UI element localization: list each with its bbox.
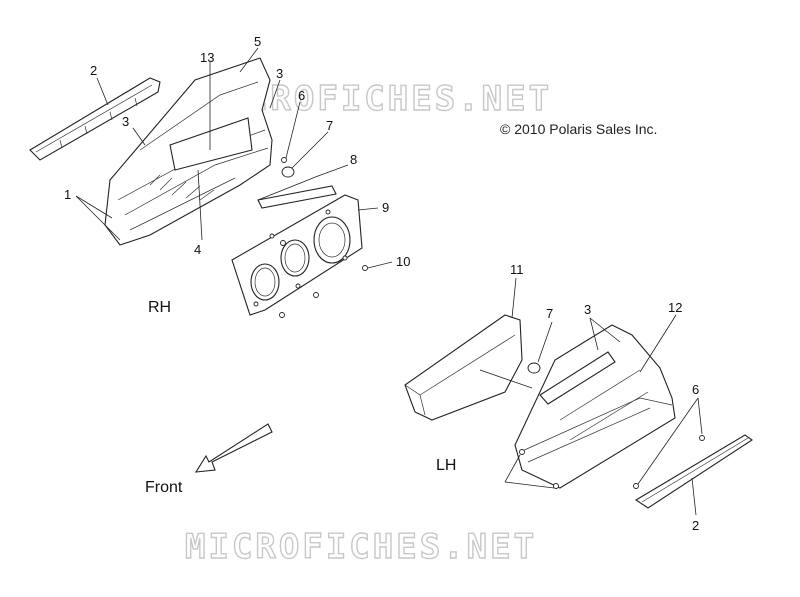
callout-rh-8: 8 [350, 152, 357, 167]
rh-screws-10 [279, 240, 368, 318]
callout-lh-7: 7 [546, 306, 553, 321]
callout-lh-3: 3 [584, 302, 591, 317]
rh-leader-lines [75, 47, 393, 269]
rh-screw-6 [281, 157, 287, 163]
rh-gasket [257, 185, 337, 209]
lh-trim-strip [634, 434, 753, 509]
callout-rh-6: 6 [298, 88, 305, 103]
side-label-lh: LH [436, 457, 456, 474]
callout-rh-9: 9 [382, 200, 389, 215]
callout-rh-10: 10 [396, 254, 410, 269]
copyright-text: © 2010 Polaris Sales Inc. [500, 121, 657, 137]
callout-rh-4: 4 [194, 242, 201, 257]
callout-rh-7: 7 [326, 118, 333, 133]
callout-rh-5: 5 [254, 34, 261, 49]
callout-rh-13: 13 [200, 50, 214, 65]
lh-foam-block [404, 314, 523, 421]
lh-screws-6 [633, 435, 705, 489]
front-arrow [194, 423, 273, 473]
watermark-bottom: MICROFICHES.NET [185, 527, 537, 567]
front-label: Front [145, 479, 183, 496]
callout-rh-2: 2 [90, 63, 97, 78]
callout-rh-3b: 3 [276, 66, 283, 81]
lh-housing [514, 324, 676, 489]
rh-trim-strip [29, 77, 161, 161]
side-label-rh: RH [148, 299, 171, 316]
gauge-ring-2 [280, 239, 310, 277]
callout-lh-2: 2 [692, 518, 699, 533]
callout-lh-6: 6 [692, 382, 699, 397]
callout-lh-11: 11 [510, 262, 524, 277]
gauge-ring-1 [250, 263, 280, 301]
rh-assembly: 2 3 1 13 5 3 6 7 8 9 10 4 RH [29, 34, 410, 318]
callout-lh-12: 12 [668, 300, 682, 315]
rh-grommet [281, 166, 295, 178]
callout-rh-1: 1 [64, 187, 71, 202]
rh-housing [104, 57, 273, 246]
gauge-ring-3 [313, 216, 351, 264]
lh-assembly: 11 7 3 12 6 2 LH [404, 262, 753, 533]
lh-leader-lines [479, 277, 703, 516]
callout-rh-3a: 3 [122, 114, 129, 129]
lh-grommet [527, 362, 541, 374]
rh-gauge-bezel [231, 194, 363, 316]
